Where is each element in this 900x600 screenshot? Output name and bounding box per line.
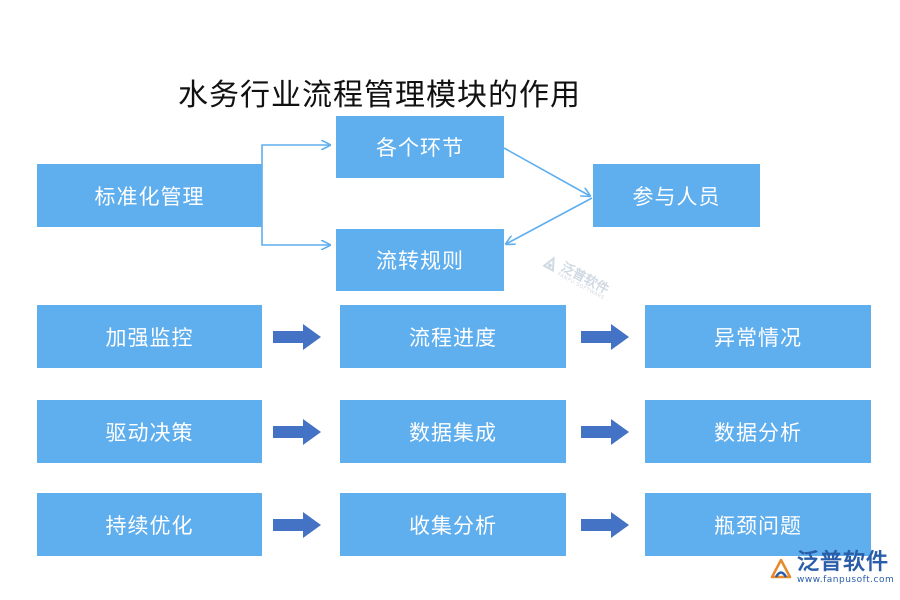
box-row2-middle: 数据集成 (340, 400, 566, 463)
box-row1-right: 异常情况 (645, 305, 871, 368)
watermark: 泛普软件 FANPU SOFTWARE (540, 252, 611, 301)
watermark-logo-icon (542, 256, 555, 273)
connector-upper-to-right (503, 147, 590, 196)
connector-right-to-lower (506, 197, 593, 244)
box-row2-left: 驱动决策 (37, 400, 262, 463)
page-title: 水务行业流程管理模块的作用 (178, 78, 581, 113)
brand-logo-url: www.fanpusoft.com (797, 575, 895, 585)
brand-logo-name: 泛普软件 (797, 550, 890, 575)
box-each-step: 各个环节 (336, 116, 504, 178)
block-arrow-row1-b (581, 324, 629, 350)
box-row2-right: 数据分析 (645, 400, 871, 463)
connector-source-bracket-lower (261, 196, 330, 245)
brand-logo-icon (770, 558, 792, 578)
box-standardized-management: 标准化管理 (37, 164, 262, 227)
box-row3-middle: 收集分析 (340, 493, 566, 556)
box-participants: 参与人员 (593, 164, 760, 227)
block-arrow-row2-b (581, 419, 629, 445)
block-arrow-row2-a (273, 419, 321, 445)
connector-source-bracket (261, 145, 330, 196)
box-row1-left: 加强监控 (37, 305, 262, 368)
brand-logo: 泛普软件 www.fanpusoft.com (768, 552, 894, 585)
box-flow-rules: 流转规则 (336, 229, 504, 291)
box-row1-middle: 流程进度 (340, 305, 566, 368)
block-arrow-row1-a (273, 324, 321, 350)
box-row3-right: 瓶颈问题 (645, 493, 871, 556)
block-arrow-row3-a (273, 512, 321, 538)
block-arrow-row3-b (581, 512, 629, 538)
box-row3-left: 持续优化 (37, 493, 262, 556)
